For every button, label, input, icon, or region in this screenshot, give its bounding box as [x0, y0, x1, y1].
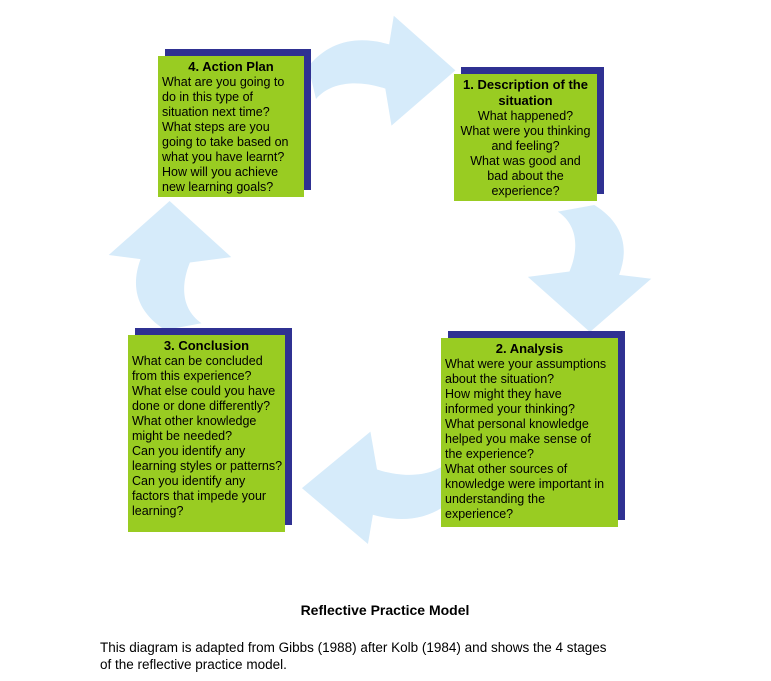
stage-box-action-plan: 4. Action Plan What are you going to do …	[158, 56, 304, 197]
stage-box-analysis: 2. Analysis What were your assumptions a…	[441, 338, 618, 527]
curved-arrow-step4-to-step1-icon	[308, 15, 456, 126]
stage-box-description: 1. Description of the situation What hap…	[454, 74, 597, 201]
arrow-shape	[301, 431, 460, 545]
stage-box-body: What can be concluded from this experien…	[132, 354, 283, 518]
arrow-shape	[527, 204, 652, 333]
arrow-shape	[308, 15, 456, 126]
arrow-shape	[108, 201, 232, 330]
stage-box-body: What were your assumptions about the sit…	[445, 357, 607, 521]
stage-box-conclusion: 3. Conclusion What can be concluded from…	[128, 335, 285, 532]
stage-box-title: 3. Conclusion	[163, 338, 250, 353]
stage-box-body: What are you going to do in this type of…	[162, 75, 289, 194]
reflective-cycle-diagram: 1. Description of the situation What hap…	[108, 15, 652, 545]
stage-box-title: 1. Description of the situation	[463, 77, 588, 108]
diagram-description: This diagram is adapted from Gibbs (1988…	[100, 640, 607, 672]
curved-arrow-step3-to-step4-icon	[108, 201, 232, 330]
stage-box-title: 2. Analysis	[495, 341, 564, 356]
curved-arrow-step2-to-step3-icon	[301, 431, 460, 545]
stage-box-title: 4. Action Plan	[188, 59, 274, 74]
diagram-caption: Reflective Practice Model	[300, 602, 470, 618]
curved-arrow-step1-to-step2-icon	[527, 204, 652, 333]
stage-box-body: What happened? What were you thinking an…	[460, 109, 591, 198]
